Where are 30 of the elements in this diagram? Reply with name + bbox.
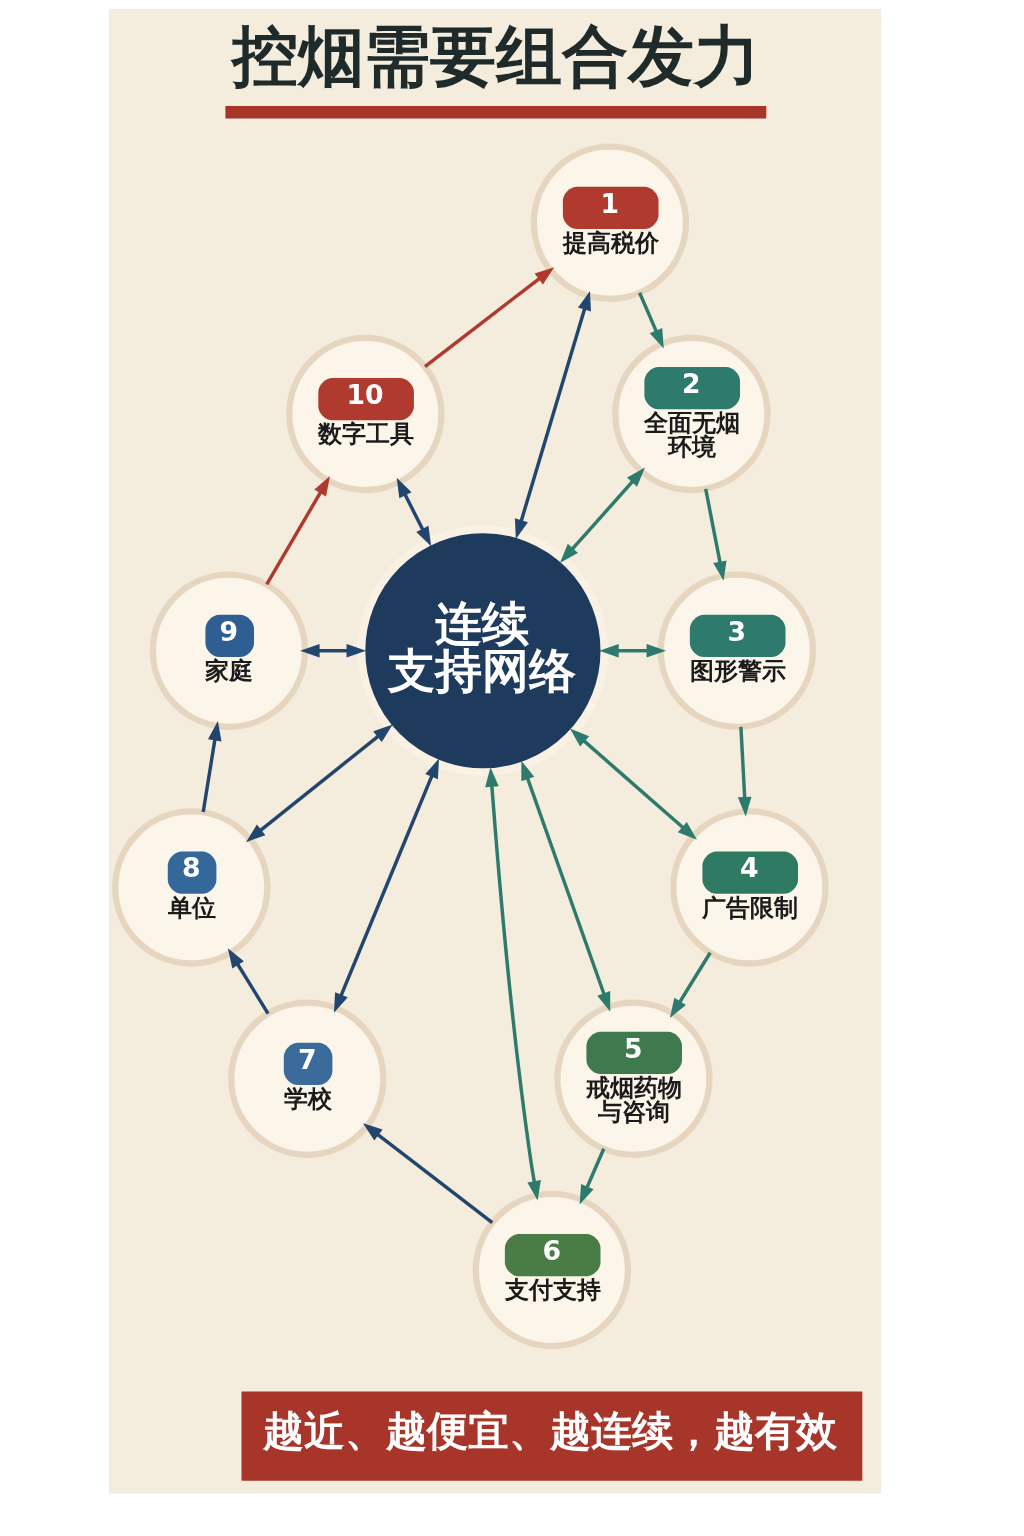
node-circle: 1 提高税价 bbox=[530, 143, 690, 302]
arrow bbox=[669, 951, 712, 1018]
arrow bbox=[265, 476, 330, 586]
arrow bbox=[333, 758, 439, 1013]
arrow bbox=[599, 643, 667, 658]
arrow bbox=[227, 948, 270, 1015]
arrow bbox=[569, 728, 697, 840]
node-circle: 10 数字工具 bbox=[286, 334, 445, 494]
arrow bbox=[737, 726, 752, 817]
node-circle: 4 广告限制 bbox=[670, 808, 829, 967]
arrow bbox=[638, 292, 664, 349]
arrow bbox=[396, 477, 432, 547]
arrow bbox=[201, 721, 222, 813]
arrow bbox=[514, 290, 591, 539]
arrow bbox=[559, 467, 645, 563]
node-circle: 7 学校 bbox=[228, 999, 387, 1158]
arrow bbox=[704, 488, 727, 581]
arrow bbox=[579, 1148, 606, 1205]
node-circle: 9 家庭 bbox=[149, 571, 309, 730]
node-circle: 3 图形警示 bbox=[657, 571, 817, 730]
arrow bbox=[485, 767, 541, 1201]
arrow bbox=[245, 724, 393, 843]
node-circle: 2 全面无烟环境 bbox=[612, 334, 771, 494]
node-circle: 6 支付支持 bbox=[472, 1190, 632, 1350]
arrow bbox=[521, 760, 611, 1012]
arrow bbox=[423, 267, 555, 368]
diagram-title: 控烟需要组合发力 bbox=[231, 17, 760, 95]
caption: 越近、越便宜、越连续，越有效 bbox=[263, 1407, 838, 1456]
arrow bbox=[300, 643, 367, 658]
arrow bbox=[363, 1123, 494, 1224]
